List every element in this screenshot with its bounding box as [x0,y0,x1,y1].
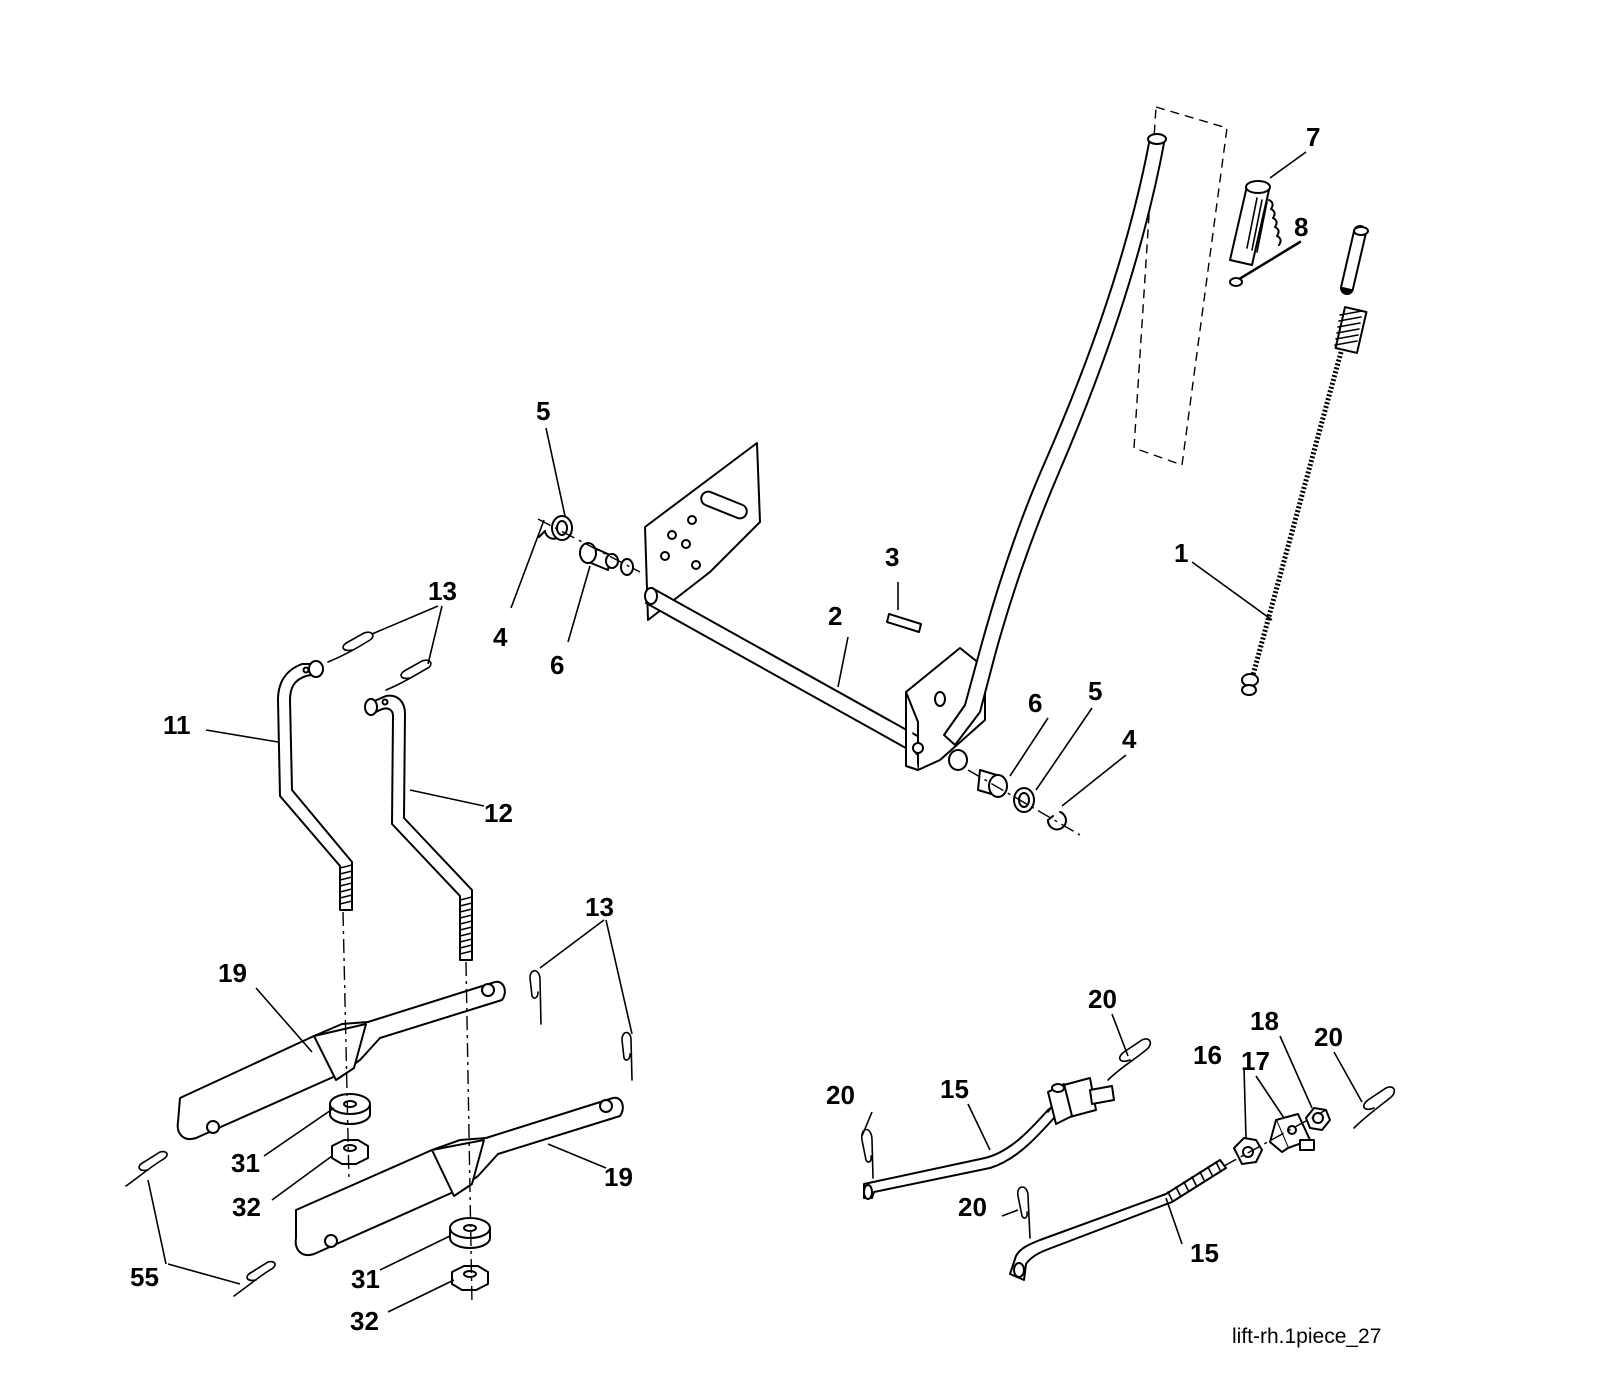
part-13-hair-pin-lower-2 [621,1031,633,1081]
leader-lines [147,151,1363,1313]
part-20-hair-pin-2 [861,1128,874,1179]
callout-5-left: 5 [536,396,550,426]
part-7-handle-grip [1133,106,1282,466]
part-2-lift-shaft-assembly [620,133,1167,771]
callout-15-lower: 15 [1190,1238,1219,1268]
part-17-trunnion [1269,1113,1315,1153]
callout-4-right: 4 [1122,724,1137,754]
callout-20-upper-left: 20 [1088,984,1117,1014]
callout-32-upper: 32 [232,1192,261,1222]
callout-2: 2 [828,601,842,631]
part-32-nut-lower [451,1265,489,1291]
part-3-roll-pin [886,613,922,633]
callout-5-right: 5 [1088,676,1102,706]
callout-6-right: 6 [1028,688,1042,718]
part-11-lift-link [277,660,353,911]
part-13-hair-pin-top-1 [327,631,374,663]
part-19-lift-arm-upper [176,980,506,1140]
callout-55: 55 [130,1262,159,1292]
part-8-clip [1229,240,1302,287]
part-18-nut [1305,1107,1331,1131]
callout-32-lower: 32 [350,1306,379,1336]
callout-31-lower: 31 [351,1264,380,1294]
part-55-hair-pin-right [233,1260,276,1297]
callout-19-upper: 19 [218,958,247,988]
part-12-lift-link [364,694,473,961]
callout-15-upper: 15 [940,1074,969,1104]
callout-12: 12 [484,798,513,828]
part-13-hair-pin-top-2 [385,659,432,691]
callout-6-left: 6 [550,650,564,680]
callout-20-upper-right: 20 [1314,1022,1343,1052]
adjuster-block-assembly [1047,1077,1115,1125]
callout-19-lower: 19 [604,1162,633,1192]
part-55-hair-pin-left [125,1150,168,1187]
callout-11: 11 [163,710,191,740]
part-31-spacer-lower [449,1217,491,1249]
part-13-hair-pin-lower-1 [529,969,542,1025]
callout-18: 18 [1250,1006,1279,1036]
part-19-lift-arm-lower [294,1096,624,1256]
callout-20-lower: 20 [958,1192,987,1222]
callout-16: 16 [1193,1040,1222,1070]
callout-13-top: 13 [428,576,457,606]
part-20-hair-pin-4 [1353,1086,1396,1129]
diagram-caption: lift-rh.1piece_27 [1232,1325,1381,1348]
callout-3: 3 [885,542,899,572]
part-6-bushing-left [579,542,619,571]
part-5-washer-right [1013,787,1035,813]
part-6-bushing-right [977,769,1008,798]
part-31-spacer-upper [329,1093,371,1125]
callout-7: 7 [1306,122,1320,152]
part-4-retaining-clip-right [1046,811,1067,831]
part-1-spring-rod [1241,225,1369,696]
callout-numbers: 1 2 3 4 4 5 5 6 6 7 8 11 12 13 13 15 15 … [130,122,1343,1336]
part-20-hair-pin-3 [1017,1186,1031,1239]
callout-13-lower: 13 [585,892,614,922]
part-15-adjust-rod-lower [1009,1159,1227,1281]
part-20-hair-pin-1 [1107,1038,1152,1081]
part-15-adjust-rod-upper [863,1091,1075,1200]
callout-31-upper: 31 [231,1148,260,1178]
part-16-nut [1233,1137,1263,1165]
callout-1: 1 [1174,538,1188,568]
callout-20-left: 20 [826,1080,855,1110]
callout-4-left: 4 [493,622,508,652]
callout-8: 8 [1294,212,1308,242]
part-32-nut-upper [331,1139,369,1165]
callout-17: 17 [1241,1046,1270,1076]
